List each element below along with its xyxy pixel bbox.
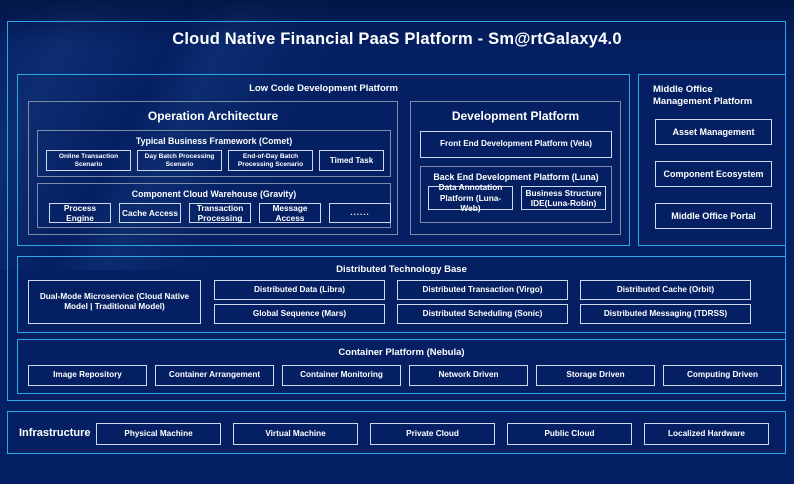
component-box[interactable]: Transaction Processing (189, 203, 251, 223)
distributed-item[interactable]: Distributed Data (Libra) (214, 280, 385, 300)
container-platform-header: Container Platform (Nebula) (338, 347, 465, 358)
infrastructure-item[interactable]: Physical Machine (96, 423, 221, 445)
component-box[interactable]: Message Access (259, 203, 321, 223)
operation-architecture-header: Operation Architecture (147, 109, 279, 123)
infrastructure-item[interactable]: Private Cloud (370, 423, 495, 445)
component-cloud-warehouse-header: Component Cloud Warehouse (Gravity) (131, 189, 297, 199)
container-item[interactable]: Computing Driven (663, 365, 782, 386)
middle-office-item[interactable]: Asset Management (655, 119, 772, 145)
front-end-platform-box[interactable]: Front End Development Platform (Vela) (420, 131, 612, 158)
low-code-development-platform-panel[interactable]: Low Code Development Platform Operation … (17, 74, 630, 246)
distributed-technology-base-header: Distributed Technology Base (336, 264, 467, 275)
container-item[interactable]: Container Monitoring (282, 365, 401, 386)
back-end-platform-group[interactable]: Back End Development Platform (Luna) Dat… (420, 166, 612, 223)
distributed-item[interactable]: Distributed Cache (Orbit) (580, 280, 751, 300)
infrastructure-label: Infrastructure (19, 427, 91, 439)
infrastructure-item[interactable]: Virtual Machine (233, 423, 358, 445)
typical-business-framework-group[interactable]: Typical Business Framework (Comet) Onlin… (37, 130, 391, 177)
middle-office-item[interactable]: Middle Office Portal (655, 203, 772, 229)
component-box[interactable]: Process Engine (49, 203, 111, 223)
middle-office-header: Middle Office Management Platform (653, 84, 753, 107)
page-title: Cloud Native Financial PaaS Platform - S… (172, 30, 622, 48)
scenario-box[interactable]: Day Batch Processing Scenario (137, 150, 222, 171)
container-item[interactable]: Network Driven (409, 365, 528, 386)
scenario-box[interactable]: Timed Task (319, 150, 384, 171)
middle-office-management-panel[interactable]: Middle Office Management Platform Asset … (638, 74, 786, 246)
development-platform-group[interactable]: Development Platform Front End Developme… (410, 101, 621, 235)
infrastructure-item[interactable]: Public Cloud (507, 423, 632, 445)
back-end-sub-box[interactable]: Data Annotation Platform (Luna-Web) (428, 182, 513, 213)
container-item[interactable]: Image Repository (28, 365, 147, 386)
component-cloud-warehouse-group[interactable]: Component Cloud Warehouse (Gravity) Proc… (37, 183, 391, 228)
back-end-sub-box[interactable]: Business Structure IDE(Luna-Robin) (521, 186, 606, 210)
distributed-item[interactable]: Distributed Scheduling (Sonic) (397, 304, 568, 324)
scenario-box[interactable]: Online Transaction Scenario (46, 150, 131, 171)
low-code-header: Low Code Development Platform (249, 83, 398, 94)
infrastructure-item[interactable]: Localized Hardware (644, 423, 769, 445)
component-box-more[interactable]: ...... (329, 203, 391, 223)
development-platform-header: Development Platform (451, 109, 580, 123)
distributed-technology-base-panel[interactable]: Distributed Technology Base Dual-Mode Mi… (17, 256, 786, 333)
typical-business-framework-header: Typical Business Framework (Comet) (135, 136, 293, 146)
distributed-item[interactable]: Distributed Messaging (TDRSS) (580, 304, 751, 324)
dual-mode-microservice-box[interactable]: Dual-Mode Microservice (Cloud Native Mod… (28, 280, 201, 324)
operation-architecture-group[interactable]: Operation Architecture Typical Business … (28, 101, 398, 235)
scenario-box[interactable]: End-of-Day Batch Processing Scenario (228, 150, 313, 171)
container-item[interactable]: Container Arrangement (155, 365, 274, 386)
component-box[interactable]: Cache Access (119, 203, 181, 223)
back-end-platform-header: Back End Development Platform (Luna) (433, 172, 599, 182)
distributed-item[interactable]: Global Sequence (Mars) (214, 304, 385, 324)
container-item[interactable]: Storage Driven (536, 365, 655, 386)
middle-office-item[interactable]: Component Ecosystem (655, 161, 772, 187)
infrastructure-panel[interactable]: Infrastructure Physical Machine Virtual … (7, 411, 786, 454)
container-platform-panel[interactable]: Container Platform (Nebula) Image Reposi… (17, 339, 786, 394)
distributed-item[interactable]: Distributed Transaction (Virgo) (397, 280, 568, 300)
